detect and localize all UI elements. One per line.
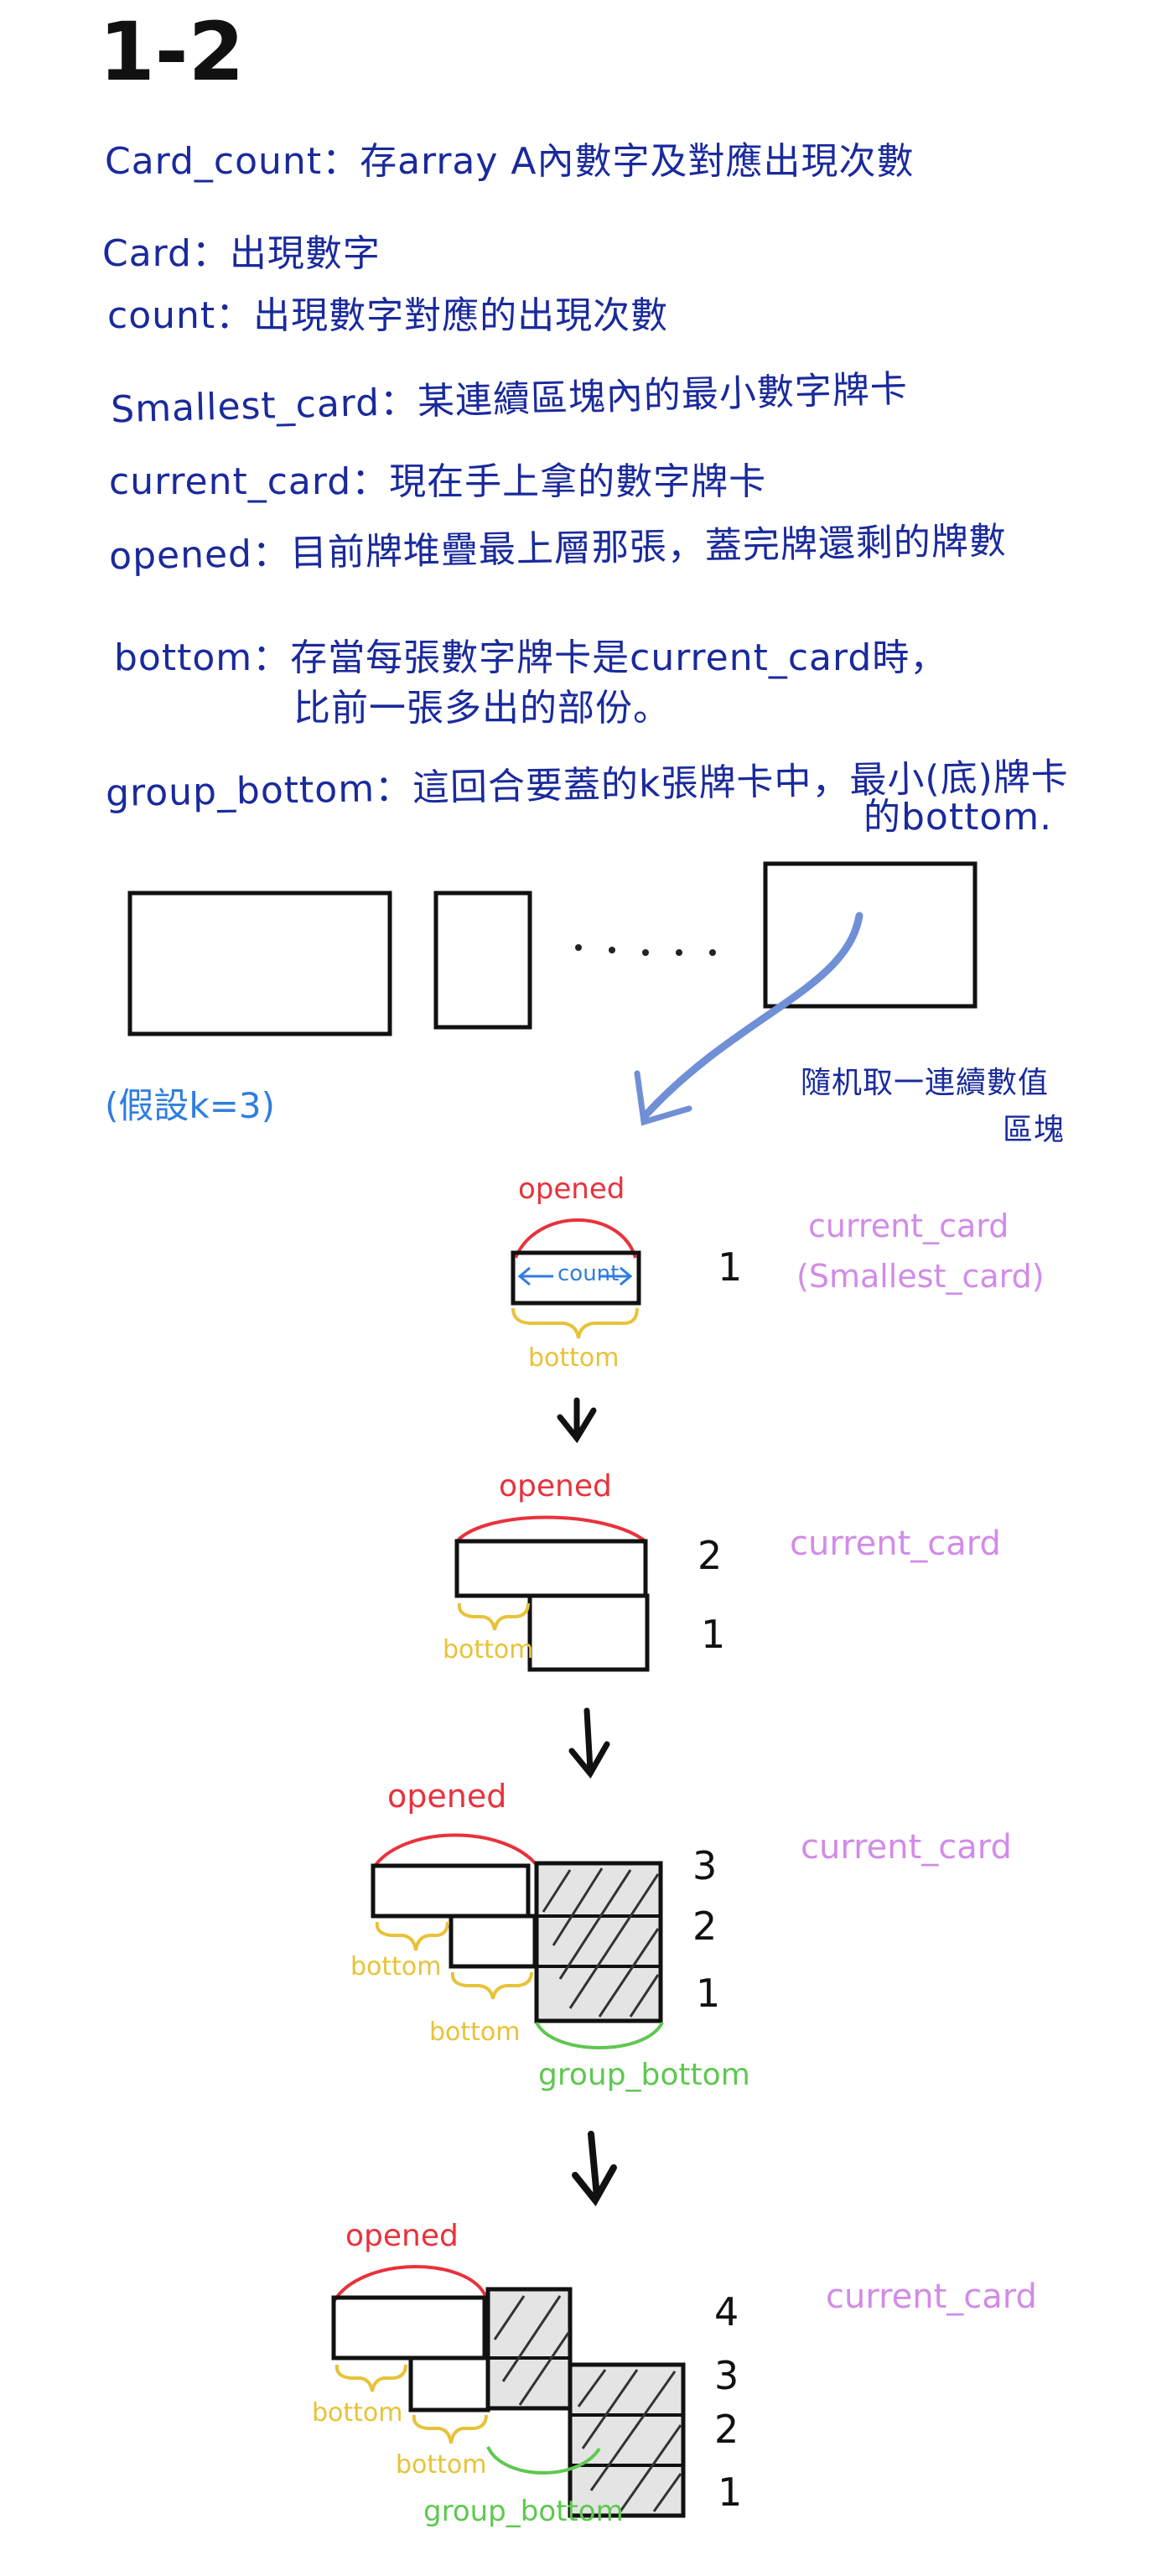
card-stage4-top <box>331 2295 487 2360</box>
bottom-brace-4b <box>412 2414 488 2444</box>
group-bottom-label-3: group_bottom <box>538 2058 750 2092</box>
bottom-label-4a: bottom <box>312 2398 403 2428</box>
bottom-label-3b: bottom <box>429 2018 521 2047</box>
random-block-note-line2: 區塊 <box>1003 1113 1066 1147</box>
stage4-number-3: 3 <box>714 2353 739 2398</box>
random-block-arrow <box>641 911 863 1119</box>
stage3-number-2: 2 <box>692 1903 718 1949</box>
page-title: 1-2 <box>99 5 245 99</box>
definition-count: count：出現數字對應的出現次數 <box>107 294 669 337</box>
definition-bottom-cont: 比前一張多出的部份。 <box>293 687 671 730</box>
smallest-card-label: (Smallest_card) <box>796 1258 1045 1295</box>
current-card-label-4: current_card <box>826 2277 1037 2316</box>
down-arrow-3 <box>572 2131 617 2207</box>
group-bottom-label-4: group_bottom <box>423 2495 624 2528</box>
bottom-brace-2 <box>457 1602 530 1631</box>
bottom-brace-1 <box>511 1307 639 1339</box>
block-2 <box>433 891 532 1030</box>
group-bottom-hatch-4 <box>485 2287 686 2518</box>
stage3-number-3: 3 <box>692 1843 718 1888</box>
bottom-brace-3a <box>375 1921 449 1951</box>
opened-label-4: opened <box>345 2219 459 2253</box>
bottom-brace-4a <box>334 2364 407 2392</box>
opened-brace-4 <box>332 2265 488 2303</box>
random-block-arrowhead <box>634 1070 692 1126</box>
definition-current-card: current_card：現在手上拿的數字牌卡 <box>109 460 767 503</box>
stage3-number-1: 1 <box>696 1971 721 2016</box>
current-card-label-1: current_card <box>808 1208 1009 1244</box>
opened-brace-3 <box>371 1833 538 1870</box>
card-stage2-bottom <box>527 1593 650 1672</box>
current-card-label-2: current_card <box>790 1524 1001 1563</box>
down-arrow-2 <box>568 1707 610 1779</box>
card-stage3-mid <box>449 1914 537 1969</box>
bottom-label-4b: bottom <box>396 2450 487 2480</box>
card-stage2-top <box>454 1539 648 1598</box>
card-stage4-mid <box>408 2355 490 2412</box>
ellipsis-dots <box>575 944 716 956</box>
current-card-label-3: current_card <box>801 1828 1012 1867</box>
bottom-label-2: bottom <box>443 1635 534 1665</box>
block-1 <box>127 891 392 1036</box>
definition-bottom: bottom：存當每張數字牌卡是current_card時， <box>114 636 948 679</box>
opened-label-3: opened <box>387 1778 507 1815</box>
definition-card: Card：出現數字 <box>102 232 381 275</box>
group-bottom-hatch-3 <box>534 1861 663 2023</box>
random-block-note-line1: 隨机取一連續數值 <box>801 1066 1050 1100</box>
count-label: count <box>557 1261 620 1286</box>
stage2-number-2: 2 <box>697 1533 723 1578</box>
group-bottom-brace-4 <box>486 2446 601 2475</box>
stage1-number-1: 1 <box>718 1244 743 1290</box>
bottom-label-1: bottom <box>528 1343 620 1373</box>
opened-brace-1 <box>514 1218 637 1259</box>
group-bottom-brace-3 <box>535 2021 664 2049</box>
opened-label-2: opened <box>499 1469 612 1504</box>
assumption-label: (假設k=3) <box>105 1085 276 1126</box>
stage4-number-2: 2 <box>714 2407 739 2452</box>
stage4-number-4: 4 <box>714 2289 739 2334</box>
stage2-number-1: 1 <box>701 1612 726 1657</box>
bottom-label-3a: bottom <box>350 1952 442 1981</box>
opened-brace-2 <box>455 1515 647 1543</box>
definition-card-count: Card_count：存array A內數字及對應出現次數 <box>105 140 915 183</box>
card-stage3-top <box>371 1863 531 1919</box>
definition-group-bottom-cont: 的bottom. <box>863 796 1053 839</box>
block-last <box>763 861 978 1009</box>
card-stage1 <box>511 1250 641 1306</box>
stage4-number-1: 1 <box>718 2470 743 2515</box>
opened-label-1: opened <box>518 1172 625 1206</box>
bottom-brace-3b <box>450 1971 533 2000</box>
down-arrow-1 <box>557 1397 597 1444</box>
